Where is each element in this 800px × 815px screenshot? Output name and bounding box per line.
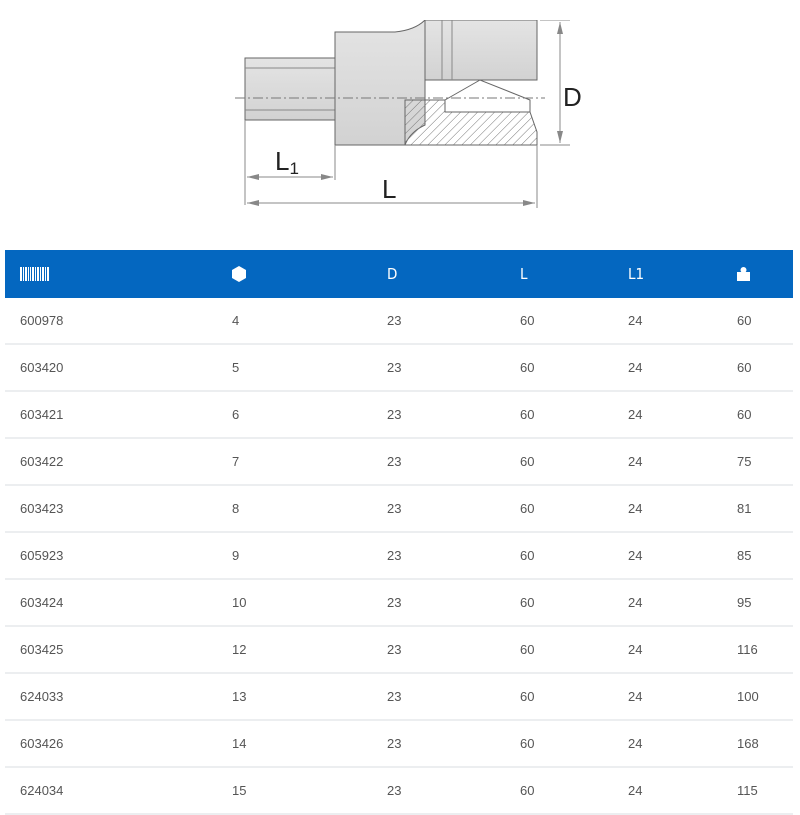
cell-d: 23	[387, 501, 402, 516]
table-row: 624033 13 23 60 24 100	[5, 674, 793, 721]
cell-hex: 12	[232, 642, 247, 657]
cell-weight: 81	[737, 501, 752, 516]
cell-l1: 24	[628, 501, 643, 516]
cell-code: 603425	[20, 642, 64, 657]
table-header: D L L1	[5, 250, 793, 298]
cell-weight: 85	[737, 548, 752, 563]
cell-l: 60	[520, 407, 535, 422]
cell-l1: 24	[628, 360, 643, 375]
weight-icon	[737, 267, 750, 281]
cell-l1: 24	[628, 736, 643, 751]
table-row: 600978 4 23 60 24 60	[5, 298, 793, 345]
table-row: 603424 10 23 60 24 95	[5, 580, 793, 627]
column-header-code[interactable]	[20, 250, 50, 298]
column-header-d[interactable]: D	[387, 265, 398, 283]
dimension-label-d: D	[563, 82, 582, 112]
cell-weight: 100	[737, 689, 759, 704]
cell-weight: 75	[737, 454, 752, 469]
column-header-l[interactable]: L	[520, 265, 528, 283]
cell-l1: 24	[628, 689, 643, 704]
cell-code: 603420	[20, 360, 64, 375]
cell-weight: 60	[737, 407, 752, 422]
cell-l: 60	[520, 736, 535, 751]
cell-l: 60	[520, 642, 535, 657]
cell-weight: 168	[737, 736, 759, 751]
cell-code: 605923	[20, 548, 64, 563]
cell-hex: 4	[232, 313, 240, 328]
cell-hex: 10	[232, 595, 247, 610]
cell-hex: 13	[232, 689, 247, 704]
cell-d: 23	[387, 454, 402, 469]
cell-l1: 24	[628, 454, 643, 469]
cell-hex: 6	[232, 407, 240, 422]
cell-code: 603424	[20, 595, 64, 610]
cell-weight: 116	[737, 642, 758, 657]
table-row: 624034 15 23 60 24 115	[5, 768, 793, 815]
cell-l: 60	[520, 689, 535, 704]
cell-code: 624034	[20, 783, 64, 798]
cell-l1: 24	[628, 642, 643, 657]
cell-d: 23	[387, 313, 402, 328]
column-header-weight[interactable]	[737, 250, 750, 298]
cell-l1: 24	[628, 313, 643, 328]
cell-d: 23	[387, 736, 402, 751]
table-row: 603421 6 23 60 24 60	[5, 392, 793, 439]
cell-hex: 7	[232, 454, 240, 469]
cell-l: 60	[520, 360, 535, 375]
cell-l: 60	[520, 595, 535, 610]
column-header-hex[interactable]	[232, 250, 246, 298]
cell-l1: 24	[628, 595, 643, 610]
cell-hex: 9	[232, 548, 240, 563]
cell-l1: 24	[628, 407, 643, 422]
dimension-label-l: L	[382, 174, 396, 204]
cell-code: 624033	[20, 689, 64, 704]
cell-d: 23	[387, 548, 402, 563]
cell-hex: 5	[232, 360, 240, 375]
dimension-label-l1: L1	[275, 146, 299, 178]
cell-hex: 14	[232, 736, 247, 751]
cell-d: 23	[387, 642, 402, 657]
cell-weight: 60	[737, 313, 752, 328]
cell-l1: 24	[628, 783, 643, 798]
cell-code: 603423	[20, 501, 64, 516]
hexagon-icon	[232, 266, 246, 282]
column-header-l1[interactable]: L1	[628, 265, 645, 283]
table-row: 603420 5 23 60 24 60	[5, 345, 793, 392]
cell-hex: 15	[232, 783, 247, 798]
table-row: 603422 7 23 60 24 75	[5, 439, 793, 486]
cell-d: 23	[387, 783, 402, 798]
cell-l: 60	[520, 501, 535, 516]
cell-weight: 60	[737, 360, 752, 375]
cell-weight: 115	[737, 783, 758, 798]
cell-d: 23	[387, 689, 402, 704]
cell-l: 60	[520, 548, 535, 563]
cell-code: 603426	[20, 736, 64, 751]
cell-d: 23	[387, 360, 402, 375]
cell-l: 60	[520, 313, 535, 328]
cell-l1: 24	[628, 548, 643, 563]
cell-code: 600978	[20, 313, 64, 328]
cell-code: 603421	[20, 407, 64, 422]
cell-hex: 8	[232, 501, 240, 516]
cell-weight: 95	[737, 595, 752, 610]
cell-l: 60	[520, 783, 535, 798]
table-row: 603425 12 23 60 24 116	[5, 627, 793, 674]
table-row: 603426 14 23 60 24 168	[5, 721, 793, 768]
cell-code: 603422	[20, 454, 64, 469]
cell-d: 23	[387, 407, 402, 422]
barcode-icon	[20, 267, 49, 281]
table-row: 603423 8 23 60 24 81	[5, 486, 793, 533]
cell-l: 60	[520, 454, 535, 469]
table-row: 605923 9 23 60 24 85	[5, 533, 793, 580]
technical-drawing: D L1 L	[230, 18, 590, 220]
cell-d: 23	[387, 595, 402, 610]
